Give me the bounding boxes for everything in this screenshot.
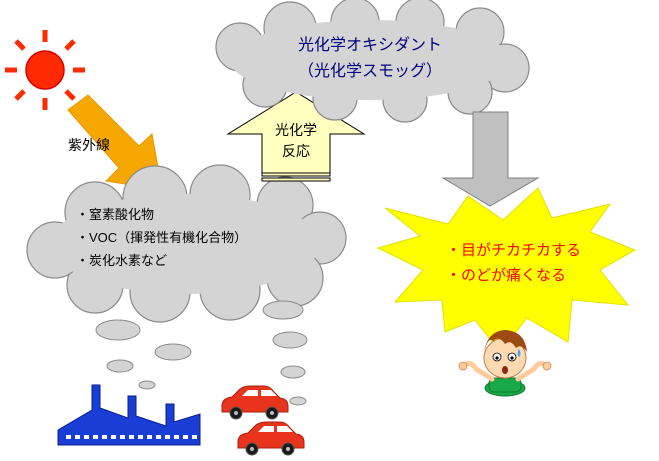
symptom-item: ・のどが痛くなる	[446, 267, 566, 284]
car-icon	[237, 421, 305, 456]
sun-icon	[5, 30, 85, 110]
reaction-label-line2: 反応	[282, 143, 310, 159]
pollutant-item: ・窒素酸化物	[76, 207, 154, 222]
uv-label: 紫外線	[68, 137, 110, 153]
oxidant-title-line1: 光化学オキシダント	[298, 36, 442, 54]
car-icon	[221, 385, 289, 420]
factory-icon	[57, 384, 201, 446]
oxidant-title-line2: （光化学スモッグ）	[298, 62, 442, 80]
oxidant-cloud	[215, 0, 530, 123]
distressed-person-icon	[458, 330, 552, 397]
factory-smoke	[95, 319, 192, 390]
symptom-burst	[376, 187, 637, 353]
uv-arrow	[67, 94, 163, 191]
car-exhaust	[262, 300, 308, 406]
reaction-label-line1: 光化学	[275, 122, 317, 138]
down-arrow	[441, 111, 540, 207]
symptom-item: ・目がチカチカする	[446, 242, 581, 259]
pollutant-cloud	[26, 164, 347, 323]
pollutant-item: ・炭化水素など	[76, 253, 167, 268]
pollutant-item: ・VOC（揮発性有機化合物）	[76, 230, 247, 245]
